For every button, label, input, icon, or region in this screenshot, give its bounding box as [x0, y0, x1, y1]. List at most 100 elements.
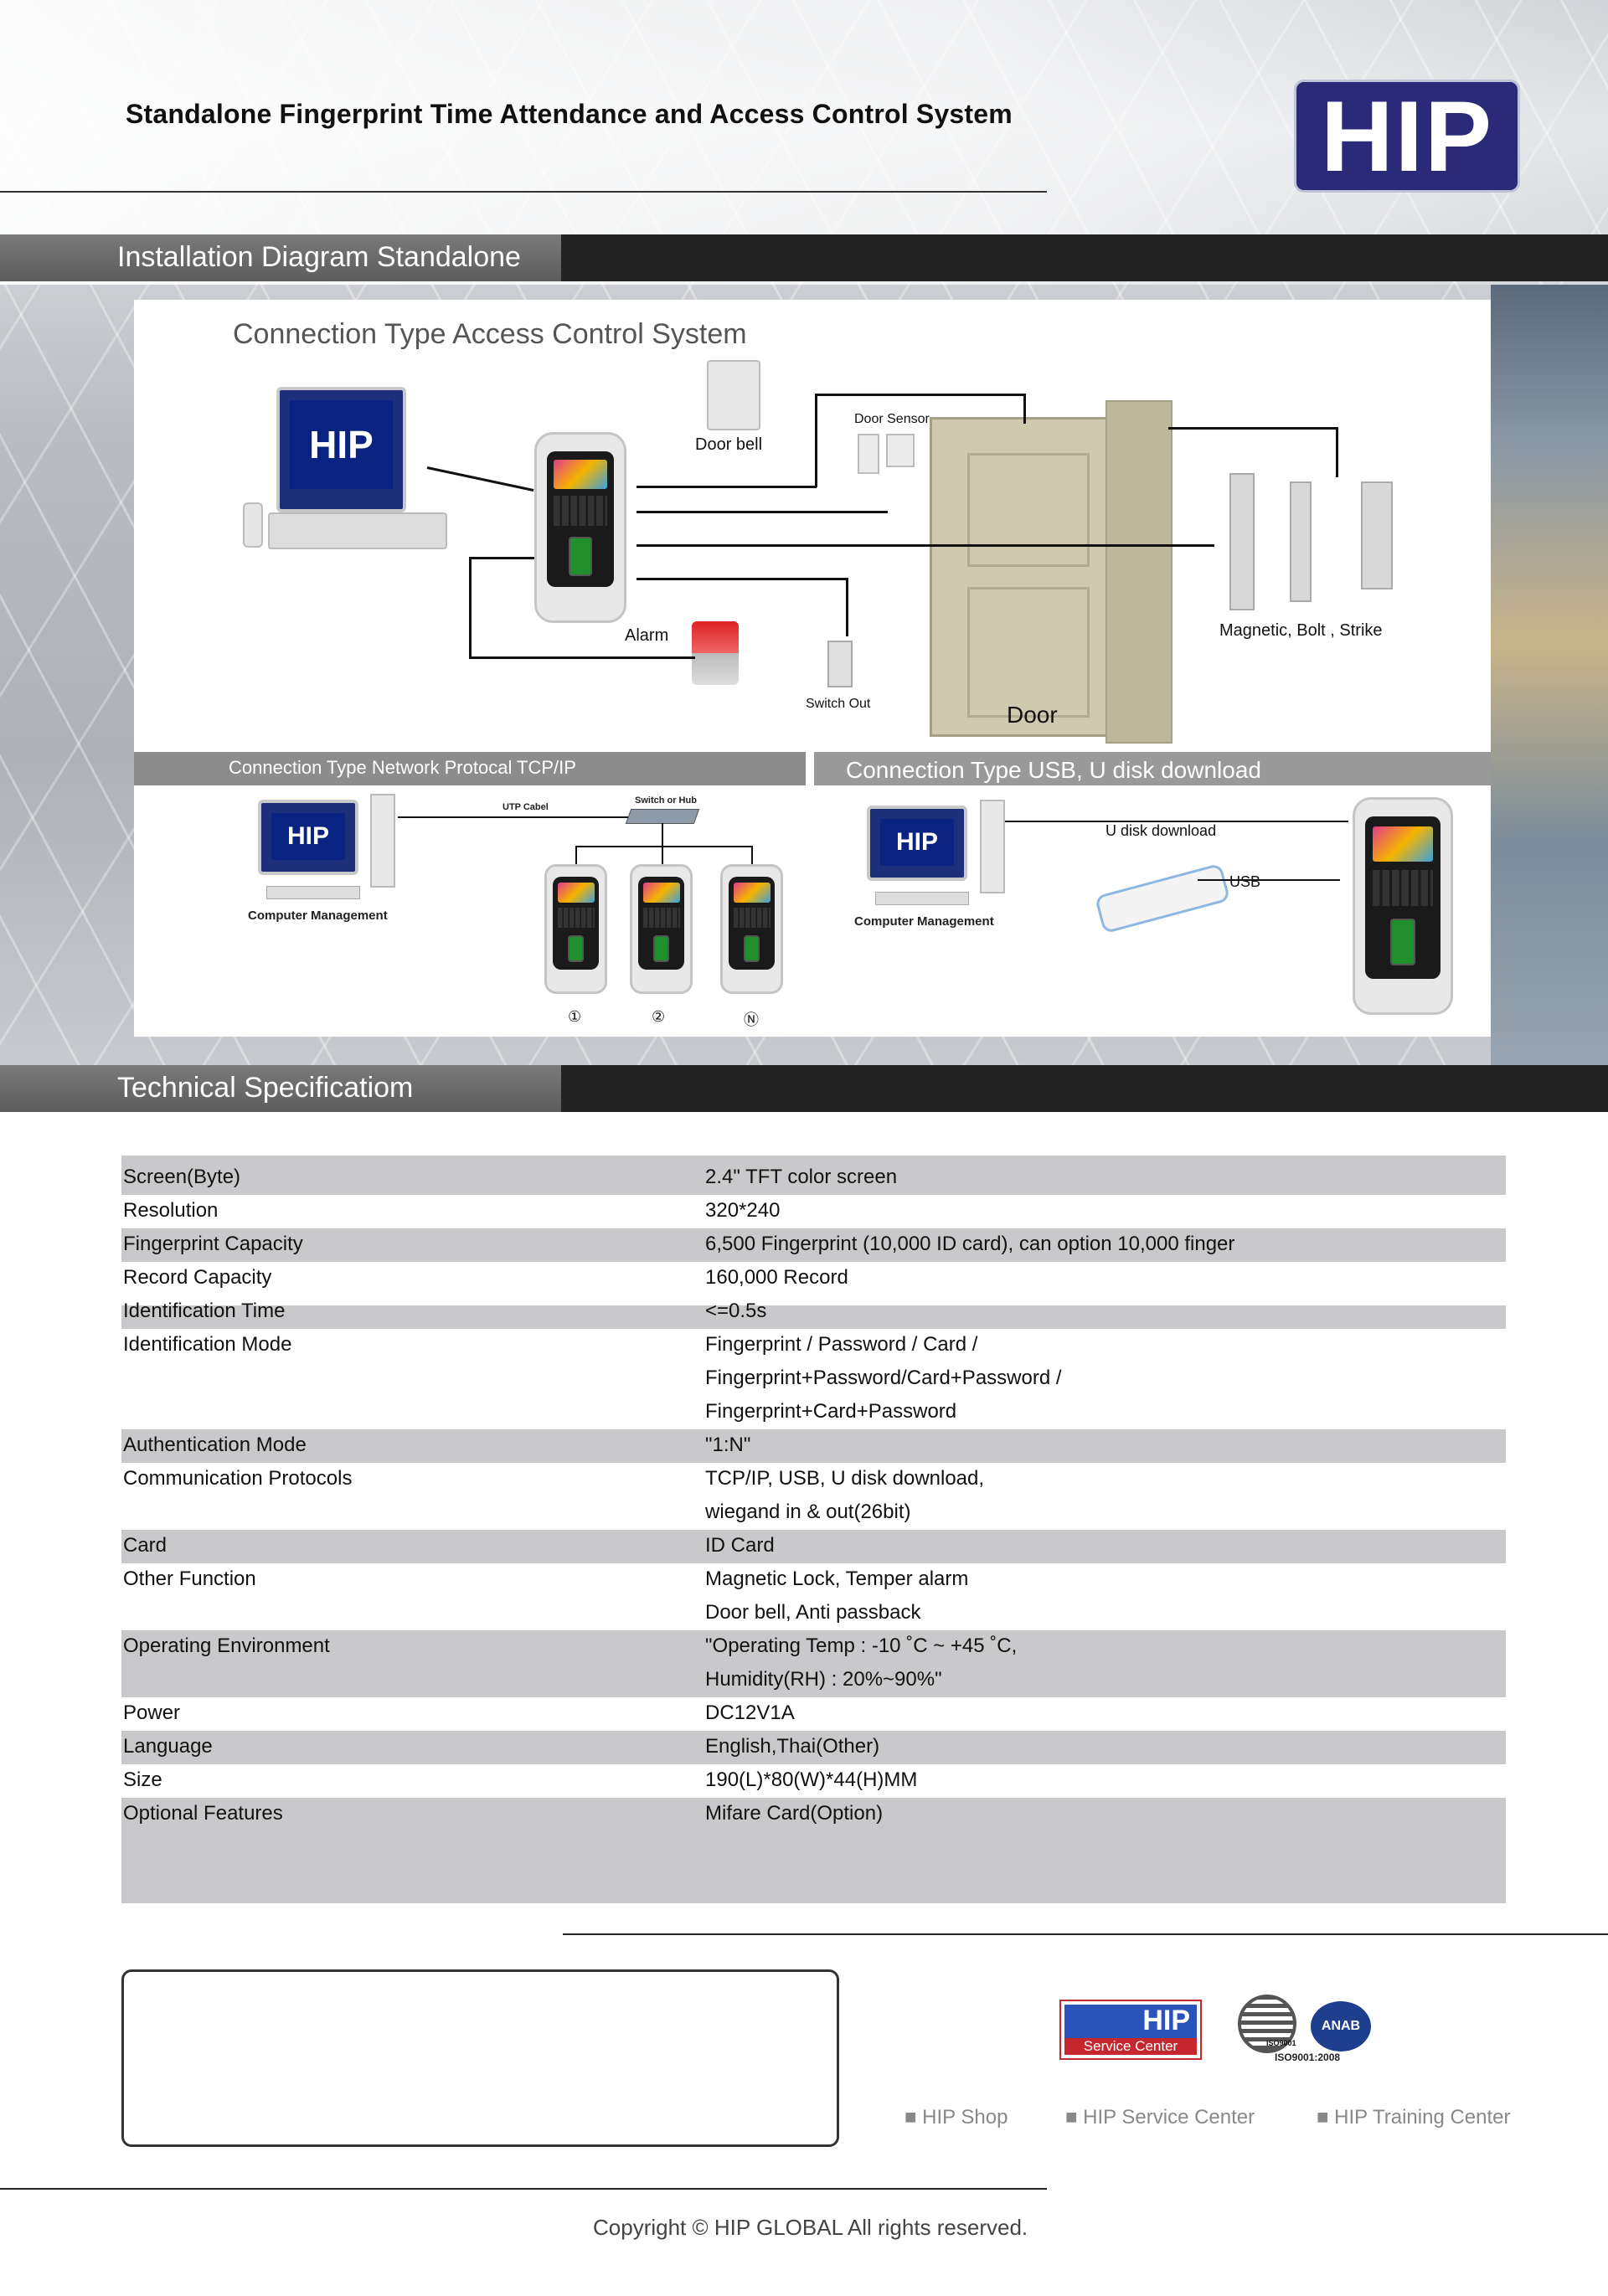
installation-section-bar: Installation Diagram Standalone — [0, 234, 1608, 281]
door-frame — [1106, 400, 1172, 744]
spec-key-resolution: Resolution — [123, 1199, 219, 1222]
alarm-label: Alarm — [625, 626, 669, 645]
footer-divider — [563, 1933, 1608, 1935]
usb-tower — [980, 800, 1005, 893]
wire-lock-drop — [1336, 427, 1338, 477]
spec-value-authentication-mode: "1:N" — [705, 1434, 751, 1456]
spec-key-other-function: Other Function — [123, 1568, 256, 1590]
spec-value-size: 190(L)*80(W)*44(H)MM — [705, 1768, 918, 1791]
fingerprint-reader — [534, 432, 626, 623]
wire-sensor — [636, 511, 888, 513]
network-reader-1 — [544, 864, 607, 994]
wire-lock — [636, 544, 1214, 547]
usb-computer-label: Computer Management — [854, 914, 994, 929]
spec-section-title: Technical Specificatiom — [117, 1072, 414, 1104]
spec-value-identification-time: <=0.5s — [705, 1300, 767, 1322]
wire-lock-top — [1168, 427, 1336, 430]
wire-alarm-horizontal — [469, 656, 695, 659]
iso-top-label: ISO9001 — [1266, 2039, 1296, 2047]
wire-switch — [636, 578, 848, 580]
spec-key-optional-features: Optional Features — [123, 1802, 283, 1825]
anab-logo: ANAB — [1311, 2001, 1371, 2051]
door-sensor-device-a — [858, 434, 879, 474]
wire-door-drop — [1023, 394, 1026, 424]
hip-training-center-link[interactable]: ■ HIP Training Center — [1317, 2106, 1511, 2129]
usb-computer-monitor: HIP — [867, 806, 967, 881]
spec-value-communication-2: wiegand in & out(26bit) — [705, 1501, 911, 1523]
spec-key-size: Size — [123, 1768, 162, 1791]
spec-value-fingerprint-capacity: 6,500 Fingerprint (10,000 ID card), can … — [705, 1233, 1235, 1255]
usb-keyboard — [875, 892, 969, 905]
device-marker-n: Ⓝ — [744, 1012, 759, 1028]
wire-doorbell-up — [815, 394, 817, 487]
spec-key-operating-environment: Operating Environment — [123, 1634, 330, 1657]
spec-value-identification-mode: Fingerprint / Password / Card / — [705, 1333, 978, 1356]
spec-key-language: Language — [123, 1735, 213, 1758]
spec-value-communication: TCP/IP, USB, U disk download, — [705, 1467, 985, 1490]
hip-logo: HIP — [1294, 80, 1520, 193]
utp-cable-label: UTP Cabel — [502, 802, 549, 812]
background-airport-strip — [1491, 285, 1608, 1080]
wire-doorbell — [636, 486, 817, 488]
footer-bottom-divider — [0, 2188, 1047, 2190]
spec-value-optional-features: Mifare Card(Option) — [705, 1802, 884, 1825]
lock-label: Magnetic, Bolt , Strike — [1219, 621, 1383, 640]
network-keyboard — [266, 886, 360, 899]
u-disk-download-label: U disk download — [1106, 822, 1217, 839]
hip-service-center-link[interactable]: ■ HIP Service Center — [1065, 2106, 1255, 2129]
alarm-siren — [692, 621, 739, 685]
document-title: Standalone Fingerprint Time Attendance a… — [126, 99, 1013, 129]
device-marker-2: ② — [652, 1008, 666, 1025]
door-sensor-device-b — [886, 434, 915, 467]
wire-top — [815, 394, 1024, 396]
switch-out-button — [827, 641, 853, 687]
spec-key-identification-time: Identification Time — [123, 1300, 286, 1322]
spec-value-other-function-2: Door bell, Anti passback — [705, 1601, 921, 1624]
spec-value-identification-mode-2: Fingerprint+Password/Card+Password / — [705, 1367, 1062, 1389]
service-center-badge: HIP Service Center — [1059, 2000, 1202, 2060]
strike-lock-device — [1361, 481, 1393, 589]
spec-value-operating-environment-2: Humidity(RH) : 20%~90%" — [705, 1668, 942, 1691]
door-bell-label: Door bell — [695, 435, 763, 454]
spec-key-screen: Screen(Byte) — [123, 1166, 241, 1188]
door-label: Door — [1007, 702, 1058, 728]
switch-hub-label: Switch or Hub — [635, 795, 697, 806]
magnetic-lock-device — [1229, 473, 1255, 610]
copyright: Copyright © HIP GLOBAL All rights reserv… — [593, 2215, 1028, 2240]
device-marker-1: ① — [568, 1008, 582, 1025]
bolt-lock-device — [1290, 481, 1312, 602]
iso-bottom-label: ISO9001:2008 — [1275, 2051, 1341, 2063]
spec-value-record-capacity: 160,000 Record — [705, 1266, 848, 1289]
hip-shop-link[interactable]: ■ HIP Shop — [904, 2106, 1008, 2129]
spec-key-power: Power — [123, 1701, 181, 1724]
spec-value-language: English,Thai(Other) — [705, 1735, 880, 1758]
computer-monitor: HIP — [276, 387, 406, 512]
title-divider — [0, 191, 1047, 193]
spec-value-card: ID Card — [705, 1534, 775, 1557]
utp-cable-line — [398, 816, 628, 818]
network-tower — [370, 794, 395, 888]
spec-value-operating-environment: "Operating Temp : -10 ˚C ~ +45 ˚C, — [705, 1634, 1018, 1657]
network-reader-n — [720, 864, 783, 994]
iso-cert-icon — [1238, 1995, 1296, 2053]
spec-value-identification-mode-3: Fingerprint+Card+Password — [705, 1400, 957, 1423]
usb-subheader: Connection Type USB, U disk download — [814, 752, 1491, 785]
spec-key-card: Card — [123, 1534, 168, 1557]
network-reader-2 — [630, 864, 693, 994]
mouse — [243, 502, 263, 548]
usb-label: USB — [1229, 873, 1261, 890]
usb-line-top — [1005, 821, 1348, 822]
spec-key-communication: Communication Protocols — [123, 1467, 353, 1490]
spec-key-identification-mode: Identification Mode — [123, 1333, 292, 1356]
access-control-title: Connection Type Access Control System — [233, 318, 747, 350]
door-sensor-label: Door Sensor — [854, 412, 930, 426]
network-subheader: Connection Type Network Protocal TCP/IP — [134, 752, 806, 785]
door-bell-device — [707, 360, 760, 430]
spec-key-authentication-mode: Authentication Mode — [123, 1434, 307, 1456]
usb-fingerprint-reader — [1353, 797, 1453, 1015]
network-computer-monitor: HIP — [258, 800, 358, 875]
switch-out-label: Switch Out — [806, 697, 871, 711]
spec-key-record-capacity: Record Capacity — [123, 1266, 272, 1289]
keyboard — [268, 512, 447, 549]
usb-line-bottom — [1198, 879, 1340, 881]
